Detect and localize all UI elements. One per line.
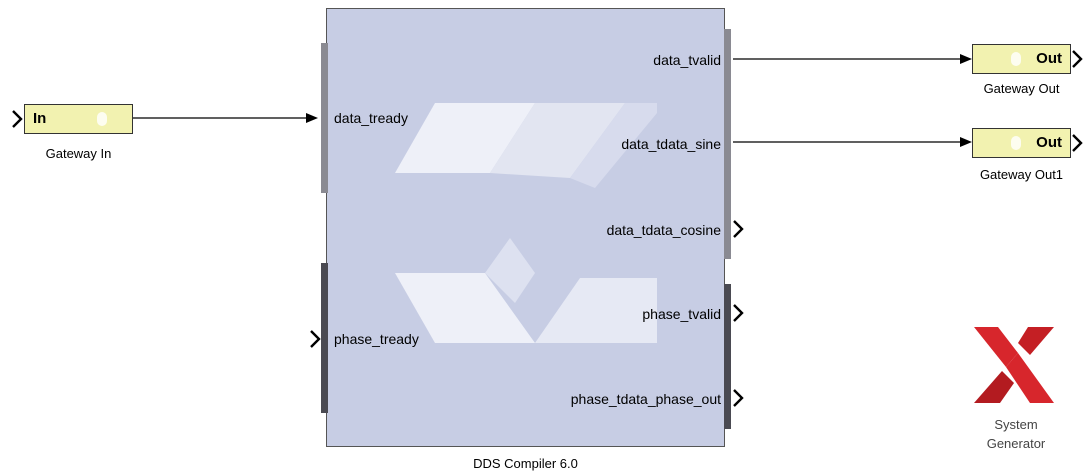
port-phase-tdata-phase-out-label: phase_tdata_phase_out [570,391,721,407]
gateway-out1-text: Out [1036,134,1062,151]
phase-tdata-phase-out-output-port-icon [733,389,744,407]
dds-compiler-block[interactable]: data_tready phase_tready data_tvalid dat… [321,8,731,447]
port-data-tdata-cosine-label: data_tdata_cosine [606,222,721,238]
gateway-in-text: In [33,110,47,127]
port-phase-tvalid-label: phase_tvalid [642,306,721,322]
gateway-out1-output-port-icon [1072,134,1083,152]
gateway-glare [97,112,107,126]
gateway-in-input-port-icon [12,110,23,128]
system-generator-line1: System [994,417,1038,432]
dds-compiler-label: DDS Compiler 6.0 [473,456,578,471]
gateway-out1-label: Gateway Out1 [979,167,1064,182]
input-port-bar-data [321,43,328,193]
gateway-out-output-port-icon [1072,50,1083,68]
gateway-out-block[interactable]: Out [972,44,1071,74]
gateway-out1-block[interactable]: Out [972,128,1071,158]
arrow-head [960,137,972,147]
gateway-glare [1011,136,1021,150]
phase-tready-input-port-icon [310,330,321,348]
gateway-out-label: Gateway Out [983,81,1060,96]
data-tdata-cosine-output-port-icon [733,220,744,238]
output-port-bar-phase [724,284,731,429]
phase-tvalid-output-port-icon [733,304,744,322]
output-port-bar-data [724,29,731,259]
gateway-glare [1011,52,1021,66]
port-data-tvalid-label: data_tvalid [653,52,721,68]
arrow-head [960,54,972,64]
port-data-tdata-sine-label: data_tdata_sine [621,136,721,152]
gateway-in-label: Gateway In [45,146,112,161]
port-phase-tready-label: phase_tready [334,331,419,347]
gateway-out-text: Out [1036,50,1062,67]
xilinx-watermark-icon [395,103,657,343]
system-generator-label: System Generator [968,415,1064,453]
arrow-head [306,113,318,123]
port-data-tready-label: data_tready [334,110,408,126]
system-generator-line2: Generator [986,436,1046,451]
gateway-in-block[interactable]: In [24,104,133,134]
input-port-bar-phase [321,263,328,413]
system-generator-logo-icon[interactable] [970,327,1058,403]
